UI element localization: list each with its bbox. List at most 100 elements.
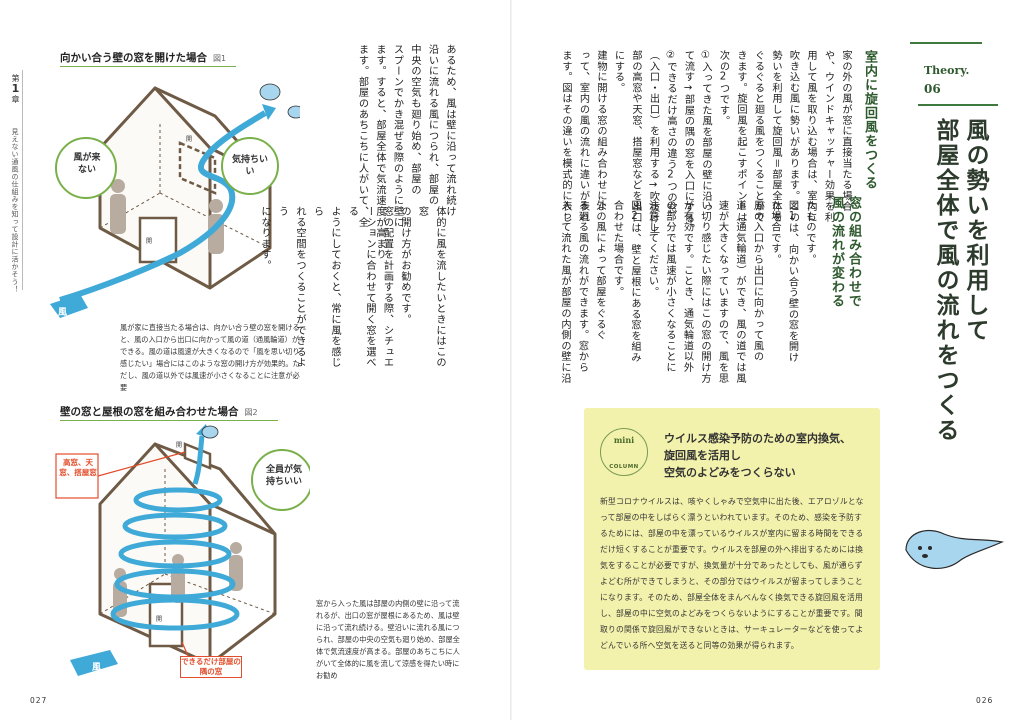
figure2-spiral-airflow xyxy=(110,435,240,631)
figure1-back-window xyxy=(178,141,217,195)
left-body-line: スプーンでかき混ぜる際のように壁に xyxy=(391,44,403,228)
figure1-callout-no-wind xyxy=(55,137,117,199)
subhead-swirl-wind: 室内に旋回風をつくる xyxy=(862,50,877,190)
figure1-window-label-front: 開 xyxy=(146,238,153,245)
page-title-line1: 風の勢いを利用して xyxy=(962,118,988,343)
figure1-callout-comfortable xyxy=(221,137,279,195)
left-body-line: になります。 xyxy=(259,206,270,271)
left-body-column-2: 体的に風を流したいときにはこの窓 の開け方がお勧めです。 窓の配置を計画する際、… xyxy=(259,206,448,376)
right-body-line: が有効です。ことき、通気輪道以外 xyxy=(681,200,693,373)
right-body-line: たものです。 xyxy=(804,200,815,265)
left-page-number: 027 xyxy=(30,696,48,705)
right-body-lower: たものです。 図1は、向かい合う壁の窓を開け た場合です。 風の入口から出口に向… xyxy=(559,200,818,386)
left-body-line: 体的に風を流したいときにはこの窓 xyxy=(416,206,446,368)
right-body-line: 家の外の風が窓に直接当たる場合 xyxy=(840,50,851,212)
figure1-airflow-arrow xyxy=(59,110,267,303)
figure1-ghost-icon xyxy=(259,83,300,119)
right-body-line: の部分では風速が小さくなることに xyxy=(664,200,675,373)
figure1-inlet-arrow xyxy=(50,294,88,318)
mini-column-body: 新型コロナウイルスは、咳やくしゃみで空気中に出た後、エアロゾルとなって部屋の中を… xyxy=(600,497,864,650)
right-body-line: や、ウインドキャッチャー効果を利 xyxy=(822,50,834,223)
right-body-line: る廻る風の流れができます。窓から xyxy=(576,200,588,373)
right-body-line: 勢いを利用して旋回風＝部屋全体を xyxy=(770,50,781,223)
right-body-line: ①入ってきた風を部屋の壁に沿っ xyxy=(700,50,711,213)
left-body-line: ます。部屋のあちこちに人がいて、全 xyxy=(356,44,368,228)
mini-column-badge xyxy=(600,428,648,476)
left-page: 第1章 見えない通風の仕組みを知って設計に活かそう！ 向かい合う壁の窓を開けた場… xyxy=(9,44,460,705)
chapter-tab: 第1章 xyxy=(9,74,22,103)
figure2-number: 図2 xyxy=(244,408,258,417)
chapter-description: 見えない通風の仕組みを知って設計に活かそう！ xyxy=(11,128,19,293)
right-body-line: 速が大きくなっていますので、風を思 xyxy=(716,200,728,384)
theory-label: Theory. xyxy=(924,64,970,77)
figure2-caption: 窓から入った風は部屋の内側の壁に沿って流れるが、出口の窓が屋根にあるため、風は壁… xyxy=(316,599,460,680)
figure2-label-corner-window: できるだけ部屋の隅の窓 xyxy=(180,656,242,678)
right-page-number: 026 xyxy=(976,696,994,705)
right-body-line: た場合です。 xyxy=(769,200,780,265)
subhead2-line1: 窓の組み合わせで xyxy=(846,196,861,308)
right-body-line: 入って流れた風が部屋の内側の壁に沿 xyxy=(559,200,570,384)
figure2-header: 壁の窓と屋根の窓を組み合わせた場合図2 xyxy=(60,404,258,419)
right-body-line: い切り感じたい際にはこの窓の開け方 xyxy=(699,200,710,384)
left-body-line: の開け方がお勧めです。 xyxy=(399,206,410,325)
figure1-window-label-back: 開 xyxy=(186,136,193,143)
figure1-illustration xyxy=(50,83,300,318)
figure1-rule xyxy=(60,66,236,67)
right-body-line: 用して風を取り込む場合は、室内に xyxy=(805,50,816,223)
figure1-label-no-wind: 風が来ない xyxy=(73,153,101,175)
right-body-line: 吹き込む風に勢いがあります。この xyxy=(787,50,799,223)
right-body-line: ②できるだけ高さの違う2つの窓 xyxy=(665,50,676,214)
ghost-mascot-icon xyxy=(905,529,1004,569)
figure2-illustration xyxy=(55,424,310,676)
right-body-line: 図1は、向かい合う壁の窓を開け xyxy=(786,200,798,363)
chapter-label-top: 第 xyxy=(11,74,20,82)
figure1-number: 図1 xyxy=(213,54,227,63)
subhead2-line2: 風の流れが変わる xyxy=(829,196,844,308)
right-body-line: 風の入口から出口に向かって風の xyxy=(751,200,763,362)
mini-column-badge-top: mini xyxy=(613,435,635,445)
mini-column-title-line: 旋回風を活用し xyxy=(664,449,741,462)
figure1-people xyxy=(110,179,224,254)
figure1-header: 向かい合う壁の窓を開けた場合図1 xyxy=(60,50,226,65)
right-body-line: ぐるぐると廻る風をつくることがで xyxy=(752,50,764,223)
figure1-label-comfortable: 気持ちいい xyxy=(232,155,269,177)
right-body-line: 道（通気輪道）ができ、風の道では風 xyxy=(734,200,745,384)
chapter-tab-line xyxy=(22,70,23,290)
theory-rule xyxy=(918,104,998,106)
left-body-line: ようにしておくと、常に風を感じら xyxy=(311,206,341,368)
left-body-line: ーションに合わせて開く窓を選べる xyxy=(346,206,376,368)
right-body-line: 図2は、壁と屋根にある窓を組み xyxy=(629,200,640,363)
mini-column-title-line: ウイルス感染予防のための室内換気、 xyxy=(664,432,851,445)
left-body-line: れる空間をつくることができるよう xyxy=(276,206,306,368)
right-body-line: ます。図はその違いを模式的に表し xyxy=(560,50,571,223)
page-title: 風の勢いを利用して 部屋全体で風の流れをつくる xyxy=(924,118,990,448)
figure2-label-wind: 風 xyxy=(92,663,102,673)
figure2-ghost-icon xyxy=(201,425,219,439)
right-body-line: て流す→部屋の隅の窓を入口にする。 xyxy=(682,50,694,235)
figure2-label-all-comfortable: 全員が気持ちいい xyxy=(266,465,303,487)
left-body-line: あるため、風は壁に沿って流れ続け xyxy=(444,44,455,217)
chapter-label-bottom: 章 xyxy=(11,95,20,103)
figure1-caption: 風が家に直接当たる場合は、向かい合う壁の窓を開けると、風の入口から出口に向かって… xyxy=(120,323,300,392)
figure2-window-label-door: 開 xyxy=(156,616,163,623)
mini-column-badge-bottom: COLUMN xyxy=(609,464,639,470)
chapter-number: 1 xyxy=(9,82,22,95)
right-body-line: 建物に開ける窓の組み合わせによ xyxy=(595,50,606,212)
mini-column-title-line: 空気のよどみをつくらない xyxy=(664,466,796,479)
right-body-line: 部の高窓や天窓、搭屋窓などを出口 xyxy=(630,50,641,223)
right-body-line: 注意してください。 xyxy=(646,200,658,298)
figure2-callout-all-comfortable xyxy=(251,449,310,511)
right-body-line: きます。旋回風を起こすポイントは xyxy=(735,50,746,223)
right-body-line: って、室内の風の流れに違いが表れ xyxy=(577,50,589,223)
left-body-line: 窓の配置を計画する際、シチュエ xyxy=(381,206,393,368)
page-title-line2: 部屋全体で風の流れをつくる xyxy=(932,118,958,443)
theory-number: 06 xyxy=(924,82,941,96)
figure1-label-wind: 風 xyxy=(58,308,68,318)
figure2-window-label-roof: 開 xyxy=(176,442,183,449)
right-body-line: 外の風によって部屋をぐるぐ xyxy=(594,200,605,341)
left-body-column-1: あるため、風は壁に沿って流れ続け 沿いに流れる風につられ、部屋の 中央の空気も廻… xyxy=(340,44,458,374)
figure2-label-high-windows: 高窓、天窓、搭屋窓 xyxy=(59,458,97,477)
mini-column-title: ウイルス感染予防のための室内換気、 旋回風を活用し 空気のよどみをつくらない xyxy=(664,430,870,481)
right-body-line: 次の2つです。 xyxy=(717,50,729,127)
figure2-inlet-arrow xyxy=(70,650,118,676)
